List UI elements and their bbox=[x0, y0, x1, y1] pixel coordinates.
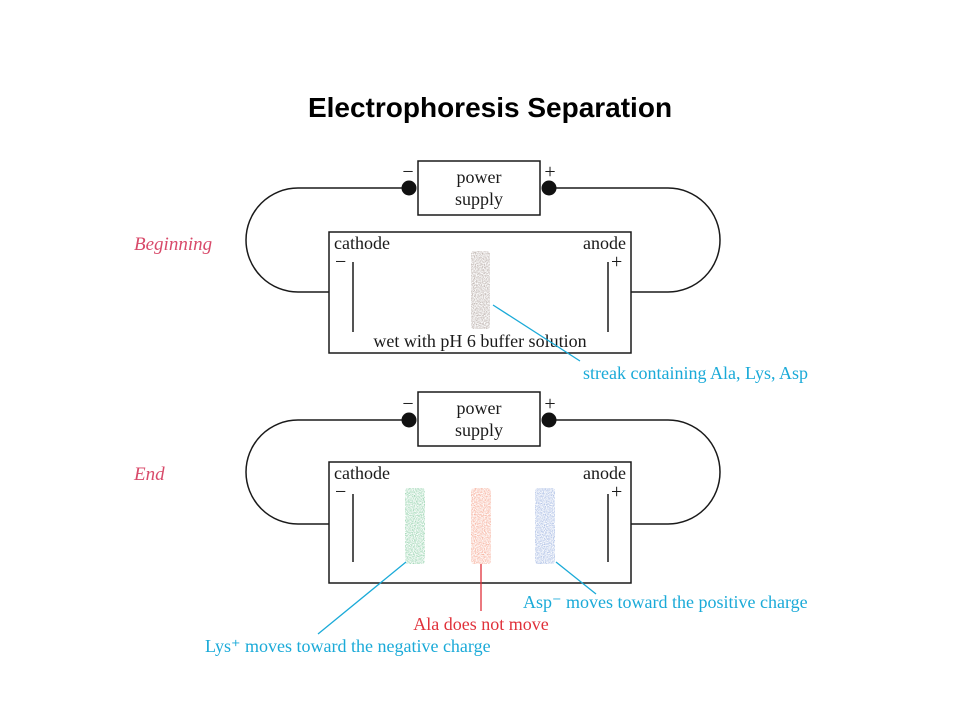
panel-end: power supply − + End cathode − anode + A… bbox=[133, 391, 808, 656]
streak-callout: streak containing Ala, Lys, Asp bbox=[583, 363, 808, 383]
asp-callout-line bbox=[555, 561, 597, 595]
cathode-sign: − bbox=[335, 251, 346, 273]
lys-callout: Lys⁺ moves toward the negative charge bbox=[205, 636, 491, 656]
ala-callout: Ala does not move bbox=[413, 614, 548, 634]
terminal-negative-sign: − bbox=[402, 161, 413, 183]
anode-label: anode bbox=[583, 463, 626, 483]
buffer-label: wet with pH 6 buffer solution bbox=[373, 331, 586, 351]
power-supply-line2: supply bbox=[455, 420, 503, 440]
terminal-negative-sign: − bbox=[402, 393, 413, 415]
anode-sign: + bbox=[611, 251, 622, 273]
positive-terminal bbox=[541, 412, 557, 428]
power-supply-box bbox=[417, 160, 541, 216]
page-title: Electrophoresis Separation bbox=[308, 92, 672, 123]
positive-terminal bbox=[541, 180, 557, 196]
circuit-wire-right bbox=[549, 187, 721, 293]
asp-callout: Asp⁻ moves toward the positive charge bbox=[523, 592, 808, 612]
terminal-positive-sign: + bbox=[544, 393, 555, 415]
power-supply-line2: supply bbox=[455, 189, 503, 209]
anode-label: anode bbox=[583, 233, 626, 253]
negative-terminal bbox=[401, 412, 417, 428]
stage-label-beginning: Beginning bbox=[134, 234, 212, 255]
panel-beginning: power supply − + Beginning cathode − ano… bbox=[134, 160, 808, 383]
circuit-wire-left bbox=[245, 419, 409, 525]
stage-label-end: End bbox=[133, 464, 165, 485]
cathode-label: cathode bbox=[334, 463, 390, 483]
power-supply-line1: power bbox=[457, 167, 502, 187]
circuit-wire-left bbox=[245, 187, 409, 293]
power-supply-line1: power bbox=[457, 398, 502, 418]
cathode-label: cathode bbox=[334, 233, 390, 253]
negative-terminal bbox=[401, 180, 417, 196]
terminal-positive-sign: + bbox=[544, 161, 555, 183]
cathode-sign: − bbox=[335, 481, 346, 503]
lys-callout-line bbox=[317, 561, 407, 635]
streak-callout-line bbox=[492, 304, 581, 362]
band-ala bbox=[471, 488, 491, 564]
power-supply-box bbox=[417, 391, 541, 447]
streak-mixed bbox=[471, 251, 490, 329]
band-lys bbox=[405, 488, 425, 564]
circuit-wire-right bbox=[549, 419, 721, 525]
band-asp bbox=[535, 488, 555, 564]
anode-sign: + bbox=[611, 481, 622, 503]
